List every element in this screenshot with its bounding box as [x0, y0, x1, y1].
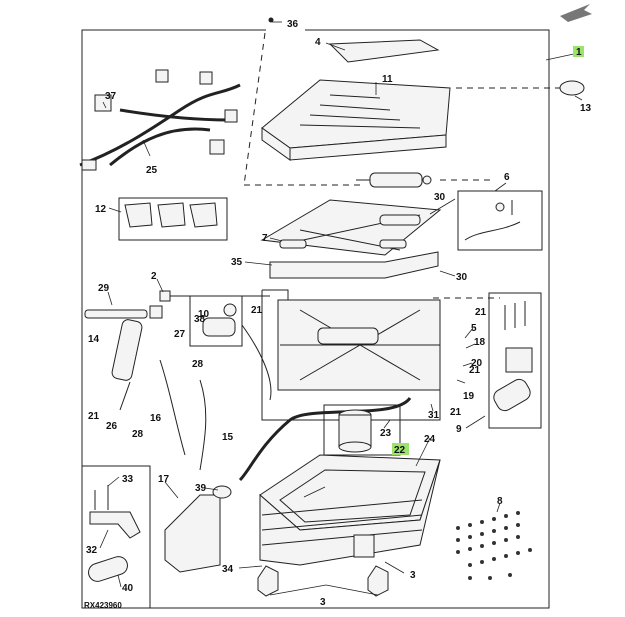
part-29-bar — [84, 305, 163, 319]
part-4-plate — [328, 39, 440, 63]
part-12-cushions — [124, 202, 218, 228]
callout-9[interactable]: 9 — [456, 424, 462, 435]
highlight-box-1 — [573, 46, 584, 57]
callout-34[interactable]: 34 — [222, 564, 234, 575]
callout-14[interactable]: 14 — [88, 334, 100, 345]
callout-40[interactable]: 40 — [122, 583, 134, 594]
callout-37[interactable]: 37 — [105, 91, 117, 102]
callout-30a[interactable]: 30 — [434, 192, 446, 203]
callout-5[interactable]: 5 — [471, 323, 477, 334]
callout-21b[interactable]: 21 — [251, 305, 263, 316]
hoses — [159, 324, 272, 471]
callouts: 1 2 3 3 4 5 6 7 8 9 10 11 12 13 14 15 16… — [86, 19, 592, 608]
part-14-cylinder — [111, 319, 143, 411]
part-11-upper-frame — [261, 79, 451, 161]
callout-17[interactable]: 17 — [158, 474, 170, 485]
callout-15[interactable]: 15 — [222, 432, 234, 443]
part-2-bolt — [159, 290, 270, 302]
callout-32[interactable]: 32 — [86, 545, 98, 556]
part-25-harness — [79, 69, 241, 171]
diagram-code: RX423960 — [84, 601, 122, 610]
callout-10[interactable]: 10 — [198, 309, 210, 320]
part-5-bracket — [493, 301, 533, 412]
callout-2[interactable]: 2 — [151, 271, 157, 282]
callout-26[interactable]: 26 — [106, 421, 118, 432]
callout-16[interactable]: 16 — [150, 413, 162, 424]
back-arrow-icon[interactable] — [560, 4, 592, 22]
callout-21d[interactable]: 21 — [450, 407, 462, 418]
long-hose — [238, 396, 412, 482]
callout-12[interactable]: 12 — [95, 204, 107, 215]
part-31-lower-frame — [277, 299, 441, 391]
frame-12 — [118, 197, 228, 241]
callout-3a[interactable]: 3 — [410, 570, 416, 581]
callout-6[interactable]: 6 — [504, 172, 510, 183]
callout-8[interactable]: 8 — [497, 496, 503, 507]
callout-18[interactable]: 18 — [474, 337, 486, 348]
part-8-hardware — [456, 511, 532, 580]
callout-7[interactable]: 7 — [262, 233, 268, 244]
callout-27[interactable]: 27 — [174, 329, 186, 340]
callout-22[interactable]: 22 — [394, 445, 406, 456]
callout-4[interactable]: 4 — [315, 37, 321, 48]
part-3-feet — [257, 565, 389, 597]
callout-20[interactable]: 20 — [471, 358, 483, 369]
part-24-base — [259, 454, 441, 566]
callout-30b[interactable]: 30 — [456, 272, 468, 283]
callout-24[interactable]: 24 — [424, 434, 436, 445]
callout-13[interactable]: 13 — [580, 103, 592, 114]
callout-11[interactable]: 11 — [382, 74, 393, 85]
callout-1[interactable]: 1 — [576, 47, 582, 58]
part-6-lever — [464, 200, 521, 241]
callout-23[interactable]: 23 — [380, 428, 392, 439]
callout-28a[interactable]: 28 — [192, 359, 204, 370]
callout-21a[interactable]: 21 — [475, 307, 487, 318]
callout-25[interactable]: 25 — [146, 165, 158, 176]
highlight-box-22 — [392, 443, 409, 455]
frame-6 — [457, 190, 543, 251]
frame-32 — [81, 465, 151, 609]
part-shock-top — [356, 172, 432, 188]
callout-39[interactable]: 39 — [195, 483, 207, 494]
part-17-reservoir — [164, 485, 232, 573]
callout-35[interactable]: 35 — [231, 257, 243, 268]
part-36-pin — [268, 17, 274, 23]
part-13-cap — [559, 80, 585, 96]
callout-36[interactable]: 36 — [287, 19, 299, 30]
part-10-valve — [202, 303, 237, 337]
callout-19[interactable]: 19 — [463, 391, 475, 402]
callout-21e[interactable]: 21 — [88, 411, 100, 422]
part-40-pad — [88, 556, 128, 582]
part-22-filter — [338, 409, 372, 453]
part-scissor-upper — [260, 199, 442, 279]
callout-38[interactable]: 38 — [194, 314, 206, 325]
frame-5 — [488, 292, 542, 429]
part-32-bracket — [89, 485, 141, 539]
callout-28b[interactable]: 28 — [132, 429, 144, 440]
callout-31[interactable]: 31 — [428, 410, 440, 421]
frame-22 — [323, 404, 401, 456]
callout-21c[interactable]: 21 — [469, 365, 481, 376]
callout-3b[interactable]: 3 — [320, 597, 326, 608]
callout-33[interactable]: 33 — [122, 474, 134, 485]
callout-29[interactable]: 29 — [98, 283, 110, 294]
